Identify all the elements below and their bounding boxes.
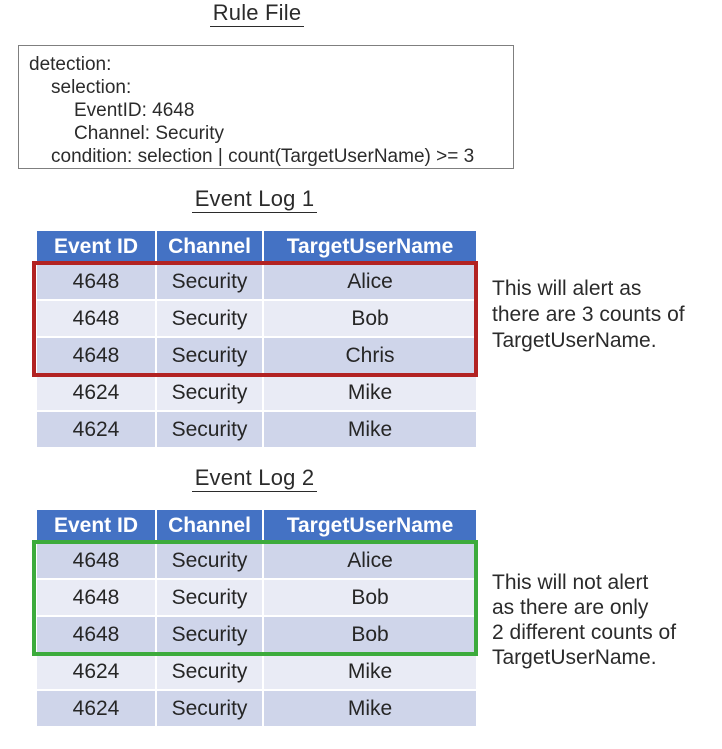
table-cell: 4648 xyxy=(37,617,155,652)
alert-highlight-box xyxy=(32,261,478,377)
note-line: as there are only xyxy=(492,596,649,619)
event-log-1-title: Event Log 1 xyxy=(37,186,472,213)
table-cell: 4624 xyxy=(37,691,155,726)
table-cell: Mike xyxy=(264,375,476,410)
event-log-2-title: Event Log 2 xyxy=(37,465,472,492)
table-cell: Alice xyxy=(264,264,476,299)
table-cell: Bob xyxy=(264,301,476,336)
table-cell: Security xyxy=(157,654,262,689)
rule-file-box: detection: selection: EventID: 4648 Chan… xyxy=(18,45,514,169)
no-alert-note: This will not alert as there are only 2 … xyxy=(492,570,676,670)
note-line: This will alert as xyxy=(492,277,642,300)
table-cell: Bob xyxy=(264,617,476,652)
table-cell: 4648 xyxy=(37,338,155,373)
note-line: TargetUserName. xyxy=(492,329,657,352)
table-cell: 4648 xyxy=(37,301,155,336)
rule-file-title: Rule File xyxy=(0,0,514,27)
rule-file-title-text: Rule File xyxy=(209,0,305,27)
table-cell: Security xyxy=(157,412,262,447)
table-cell: Chris xyxy=(264,338,476,373)
event-log-1-title-text: Event Log 1 xyxy=(191,186,318,213)
rule-line: Channel: Security xyxy=(74,123,224,144)
event-log-2-table: Event ID Channel TargetUserName 4648 Sec… xyxy=(37,510,476,726)
table-cell: Security xyxy=(157,691,262,726)
alert-note: This will alert as there are 3 counts of… xyxy=(492,276,685,354)
table-cell: 4648 xyxy=(37,543,155,578)
column-header: Event ID xyxy=(37,231,155,262)
table-cell: Security xyxy=(157,580,262,615)
rule-line: EventID: 4648 xyxy=(74,100,195,121)
column-header: Channel xyxy=(157,231,262,262)
event-log-2-title-text: Event Log 2 xyxy=(191,465,318,492)
table-cell: Bob xyxy=(264,580,476,615)
table-cell: Alice xyxy=(264,543,476,578)
table-cell: 4624 xyxy=(37,375,155,410)
note-line: This will not alert xyxy=(492,571,649,594)
rule-line: detection: xyxy=(29,54,112,75)
table-cell: Mike xyxy=(264,654,476,689)
table-cell: Mike xyxy=(264,412,476,447)
no-alert-highlight-box xyxy=(32,540,478,656)
column-header: TargetUserName xyxy=(264,231,476,262)
table-cell: Security xyxy=(157,617,262,652)
table-cell: Security xyxy=(157,264,262,299)
note-line: there are 3 counts of xyxy=(492,303,685,326)
event-log-1-table: Event ID Channel TargetUserName 4648 Sec… xyxy=(37,231,476,447)
column-header: Channel xyxy=(157,510,262,541)
rule-line: selection: xyxy=(51,77,132,98)
table-cell: Security xyxy=(157,375,262,410)
table-cell: 4624 xyxy=(37,412,155,447)
table-cell: Security xyxy=(157,301,262,336)
table-cell: 4648 xyxy=(37,580,155,615)
note-line: 2 different counts of xyxy=(492,621,677,644)
table-cell: 4648 xyxy=(37,264,155,299)
table-cell: Security xyxy=(157,338,262,373)
column-header: TargetUserName xyxy=(264,510,476,541)
rule-line: condition: selection | count(TargetUserN… xyxy=(51,146,475,167)
note-line: TargetUserName. xyxy=(492,646,657,669)
table-cell: 4624 xyxy=(37,654,155,689)
table-cell: Mike xyxy=(264,691,476,726)
table-cell: Security xyxy=(157,543,262,578)
column-header: Event ID xyxy=(37,510,155,541)
